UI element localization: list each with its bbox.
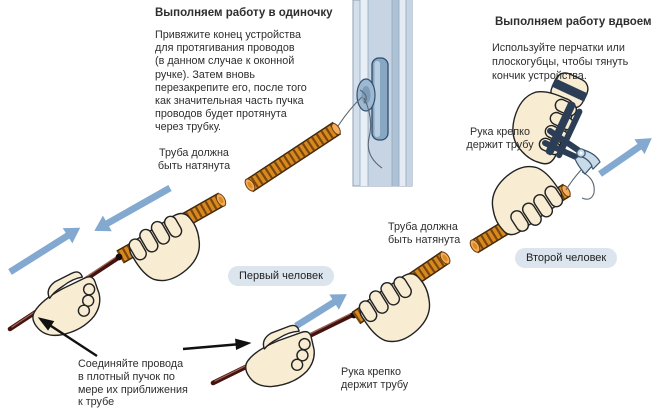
label-tube-taut-left: Труба должна быть натянута	[157, 147, 231, 172]
wire-tip-right	[565, 169, 595, 200]
note-arrow-to-left-wire-icon	[37, 317, 98, 358]
label-bundle-note: Соединяйте провода в плотный пучок по ме…	[78, 358, 188, 409]
badge-first-person: Первый человек	[228, 266, 334, 286]
solo-section-title: Выполняем работу в одиночку	[155, 7, 333, 19]
badge-second-person: Второй человек	[515, 248, 618, 268]
gloved-hand-with-pliers	[500, 72, 601, 175]
pull-string	[337, 89, 383, 169]
hand-gripping-tube-middle	[352, 265, 444, 353]
motion-arrow-pull-left-icon	[94, 185, 172, 232]
note-arrow-to-middle-wire-icon	[182, 338, 252, 351]
motion-arrow-right-icon	[598, 138, 652, 177]
conduit-tube-upper-left	[244, 121, 342, 193]
hand-holding-wire-middle	[235, 316, 327, 399]
solo-section-body: Привяжите конец устройства для протягива…	[155, 29, 307, 134]
duo-section-title: Выполняем работу вдвоем	[495, 16, 652, 28]
label-grip-middle: Рука крепко держит трубу	[341, 366, 409, 391]
motion-arrow-push-right-icon	[8, 227, 81, 275]
pliers-icon	[542, 128, 601, 175]
motion-arrow-middle-icon	[294, 294, 347, 329]
label-tube-taut-middle: Труба должна быть натянута	[388, 221, 461, 246]
duo-section-body: Используйте перчатки или плоскогубцы, чт…	[492, 42, 629, 82]
label-grip-right: Рука крепко держит трубу	[466, 126, 534, 151]
